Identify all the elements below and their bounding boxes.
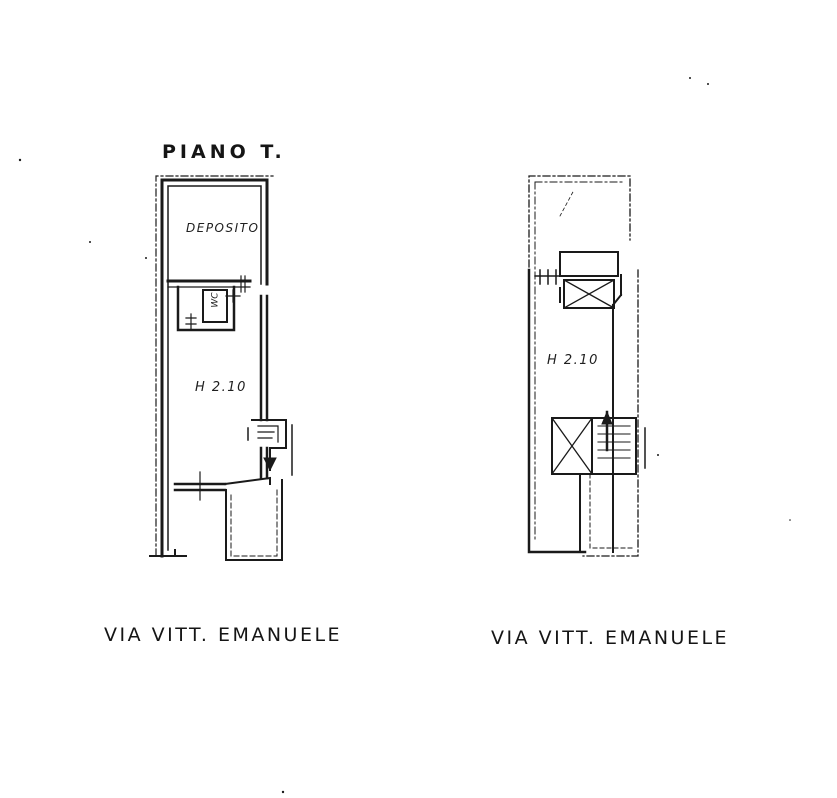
room-label-wc: WC bbox=[210, 292, 221, 308]
right-upper-beam bbox=[559, 251, 619, 277]
left-boundary bbox=[155, 175, 274, 557]
right-boundary bbox=[528, 175, 639, 557]
street-label-left: VIA VITT. EMANUELE bbox=[104, 624, 343, 646]
left-outer-wall bbox=[160, 178, 269, 558]
plan-title: PIANO T. bbox=[162, 141, 286, 163]
height-label-right: H 2.10 bbox=[547, 353, 599, 368]
room-label-deposito: DEPOSITO bbox=[186, 221, 260, 235]
right-upper-void bbox=[563, 279, 615, 309]
right-lower-void bbox=[551, 417, 593, 475]
height-label-left: H 2.10 bbox=[195, 380, 247, 395]
right-floor-plan bbox=[527, 175, 646, 557]
left-floor-plan bbox=[149, 175, 293, 561]
left-right-wall bbox=[259, 294, 269, 422]
right-stair bbox=[591, 417, 637, 475]
street-label-right: VIA VITT. EMANUELE bbox=[491, 627, 730, 649]
left-stair bbox=[251, 419, 287, 449]
left-wc-block bbox=[176, 285, 236, 332]
